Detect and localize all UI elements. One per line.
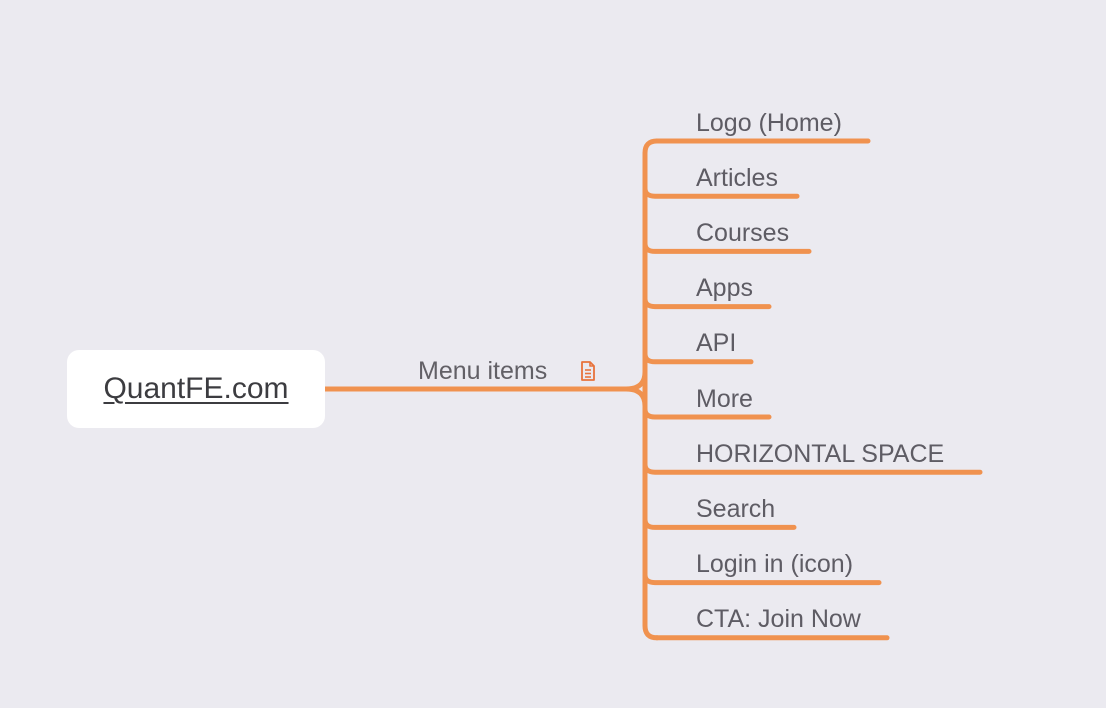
- leaf-connector: [642, 461, 983, 475]
- leaf-topic[interactable]: Courses: [696, 218, 790, 247]
- leaf-connectors: [642, 138, 983, 641]
- leaf-connector: [642, 572, 882, 586]
- leaf-topic[interactable]: Articles: [696, 163, 778, 192]
- leaf-connector: [642, 516, 797, 530]
- leaf-connector: [642, 406, 772, 420]
- leaf-topic[interactable]: Login in (icon): [696, 550, 854, 579]
- branch-fork-connector: [623, 369, 648, 409]
- leaf-connector: [642, 296, 772, 310]
- note-document-icon[interactable]: [580, 360, 596, 382]
- leaf-topic[interactable]: API: [696, 329, 737, 358]
- leaf-topic[interactable]: CTA: Join Now: [696, 605, 861, 634]
- leaf-topic[interactable]: Logo (Home): [696, 108, 842, 137]
- branch-topic-menu-items[interactable]: Menu items: [418, 354, 547, 388]
- leaf-topic[interactable]: Search: [696, 494, 776, 523]
- root-topic-link[interactable]: QuantFE.com: [103, 372, 289, 405]
- leaf-connector: [642, 351, 754, 365]
- branch-topic-label: Menu items: [418, 356, 548, 385]
- leaf-connector: [642, 185, 800, 199]
- leaf-topic[interactable]: More: [696, 384, 753, 413]
- leaf-topic[interactable]: HORIZONTAL SPACE: [696, 439, 945, 468]
- leaf-topic[interactable]: Apps: [696, 274, 753, 303]
- root-node[interactable]: QuantFE.com: [67, 350, 325, 428]
- spine-connector: [642, 138, 660, 641]
- leaf-connector: [642, 240, 812, 254]
